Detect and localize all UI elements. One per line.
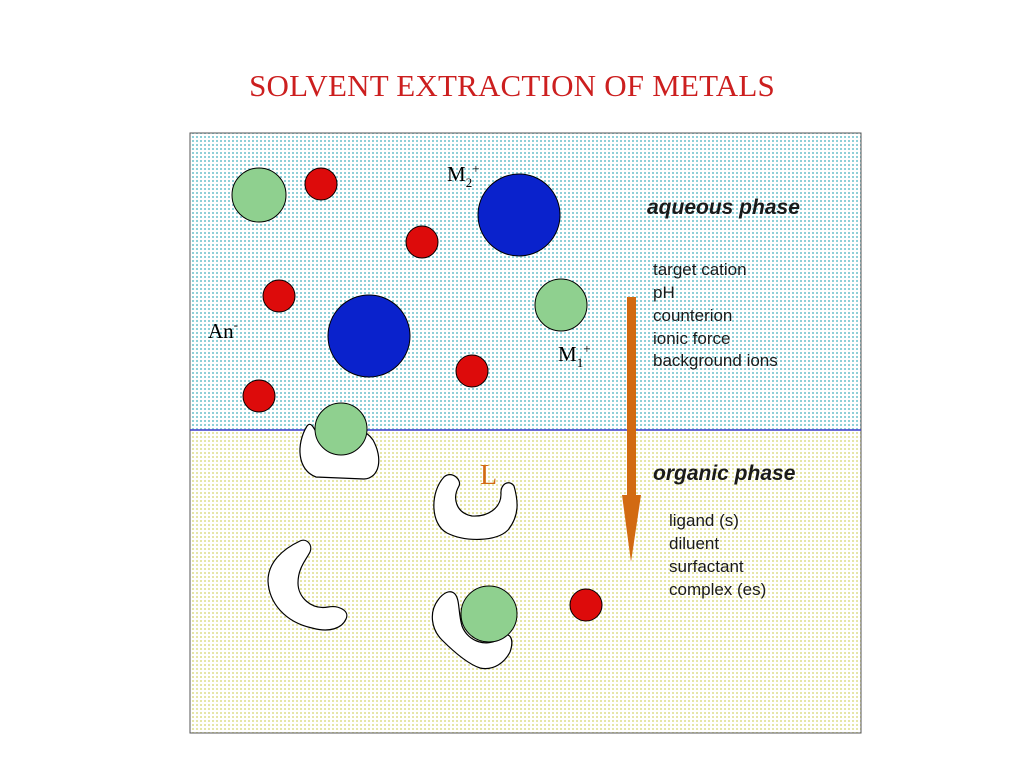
ligand-label: L	[480, 460, 497, 491]
m1-label: M1+	[558, 341, 591, 370]
red-ion	[569, 588, 603, 622]
slide-title: SOLVENT EXTRACTION OF METALS	[249, 68, 775, 103]
red-ion	[304, 167, 338, 201]
free-ligand	[267, 539, 348, 631]
green-cation-complexed	[460, 585, 518, 643]
aqueous-item: counterion	[653, 306, 732, 325]
aqueous-item: pH	[653, 283, 675, 302]
aqueous-phase-title: aqueous phase	[647, 196, 800, 219]
organic-item: diluent	[669, 534, 719, 553]
diagram-frame	[189, 132, 862, 734]
organic-phase-title: organic phase	[653, 462, 796, 485]
extraction-arrow-head	[622, 495, 641, 562]
aqueous-item: target cation	[653, 260, 747, 279]
red-ion	[405, 225, 439, 259]
organic-item: complex (es)	[669, 580, 766, 599]
aqueous-item: ionic force	[653, 329, 730, 348]
green-cation-complexed	[314, 402, 368, 456]
red-ion	[242, 379, 276, 413]
aqueous-item: background ions	[653, 351, 778, 370]
extraction-arrow-shaft	[627, 297, 636, 499]
blue-cation	[327, 294, 411, 378]
green-cation	[231, 167, 287, 223]
blue-cation-m2	[477, 173, 561, 257]
organic-item: ligand (s)	[669, 511, 739, 530]
m2-label: M2+	[447, 161, 480, 190]
anion-label: An-	[208, 317, 238, 343]
organic-phase-region	[190, 430, 861, 733]
ligand-complex-organic	[431, 591, 513, 670]
free-ligand	[433, 474, 518, 541]
red-ion	[262, 279, 296, 313]
red-ion	[455, 354, 489, 388]
green-cation-m1	[534, 278, 588, 332]
organic-item: surfactant	[669, 557, 744, 576]
